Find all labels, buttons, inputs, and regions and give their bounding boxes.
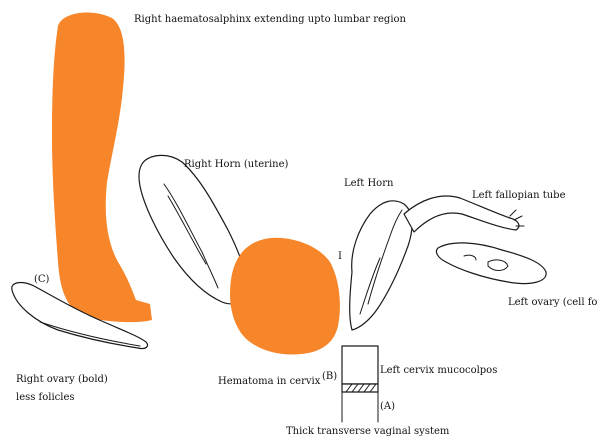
label-marker-i: I [338,251,342,262]
hematoma-shape [230,238,340,355]
left-horn-shape [350,201,412,330]
label-left-fallopian-tube: Left fallopian tube [472,190,566,201]
vaginal-canal-lines [342,392,378,422]
label-right-horn: Right Horn (uterine) [184,159,289,170]
label-marker-b: (B) [322,371,337,382]
label-haematosalphinx: Right haematosalphinx extending upto lum… [134,14,407,25]
label-marker-c: (C) [34,274,50,285]
label-left-ovary: Left ovary (cell follicles) [508,297,597,308]
left-cervix-shape [342,346,378,384]
left-ovary-shape [436,243,546,284]
right-haematosalphinx-shape [52,12,152,322]
right-horn-shape [139,155,246,303]
label-left-cervix: Left cervix mucocolpos [380,365,497,376]
label-right-ovary-line2: less folicles [16,392,75,403]
left-fallopian-tube-shape [404,196,519,232]
label-hematoma: Hematoma in cervix [218,376,321,387]
label-vaginal-system: Thick transverse vaginal system [286,426,450,437]
label-right-ovary-line1: Right ovary (bold) [16,374,108,385]
label-marker-a: (A) [380,401,395,412]
label-left-horn: Left Horn [344,178,394,189]
